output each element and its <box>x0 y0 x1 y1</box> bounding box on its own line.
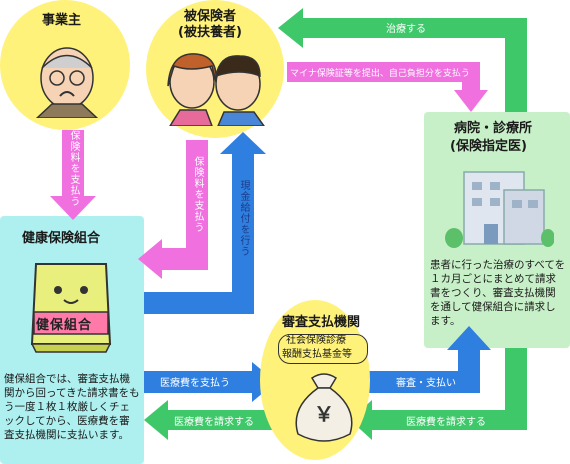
arrow-review-pay <box>360 326 491 393</box>
money-bag-icon <box>295 373 353 442</box>
insured-label-1: 被保険者 <box>184 9 237 24</box>
hospital-label-2: (保険指定医) <box>450 139 527 154</box>
review-pay-label: 審査・支払い <box>396 378 456 389</box>
union-logo-text: 健保組合 <box>36 318 93 333</box>
employer-illustration <box>35 47 99 118</box>
union-label: 健康保険組合 <box>22 231 101 246</box>
claim-union-label: 医療費を請求する <box>174 417 254 428</box>
insured-label-2: (被扶養者) <box>178 25 242 40</box>
review-label: 審査支払機関 <box>282 315 361 330</box>
employer-label: 事業主 <box>42 13 82 28</box>
claim-hospital-label: 医療費を請求する <box>406 417 486 428</box>
treat-label: 治療する <box>386 24 426 35</box>
arrow-insured-premium <box>138 140 208 279</box>
insured-premium-label: 保険料を支払う <box>192 156 203 233</box>
review-sub-1: 社会保険診療 <box>286 335 346 346</box>
review-sub-2: 報酬支払基金等 <box>282 349 352 360</box>
arrow-claim-union <box>144 400 276 440</box>
arrow-cash-benefit <box>144 132 266 314</box>
arrow-present-card <box>287 62 488 112</box>
cash-benefit-label: 現金給付を行う <box>238 180 249 257</box>
hospital-building-icon <box>445 171 554 248</box>
review-sub-box <box>278 334 368 364</box>
hospital-description: 患者に行った治療のすべてを１カ月ごとにまとめて請求書をつくり、審査支払機関を通し… <box>430 259 566 327</box>
pay-medical-fee-label: 医療費を支払う <box>160 378 230 389</box>
hospital-label-1: 病院・診療所 <box>454 121 533 136</box>
arrow-treat <box>278 8 527 112</box>
present-card-label: マイナ保険証等を提出、自己負担分を支払う <box>290 69 470 79</box>
union-description: 健保組合では、審査支払機関から回ってきた請求書をもう一度１枚１枚厳しくチェックし… <box>4 373 140 441</box>
employer-premium-label: 保険料を支払う <box>68 130 79 207</box>
money-bag-symbol: ￥ <box>314 402 334 426</box>
union-logo-icon <box>30 263 112 353</box>
insured-illustration <box>167 53 265 126</box>
arrow-employer-premium <box>50 130 96 220</box>
